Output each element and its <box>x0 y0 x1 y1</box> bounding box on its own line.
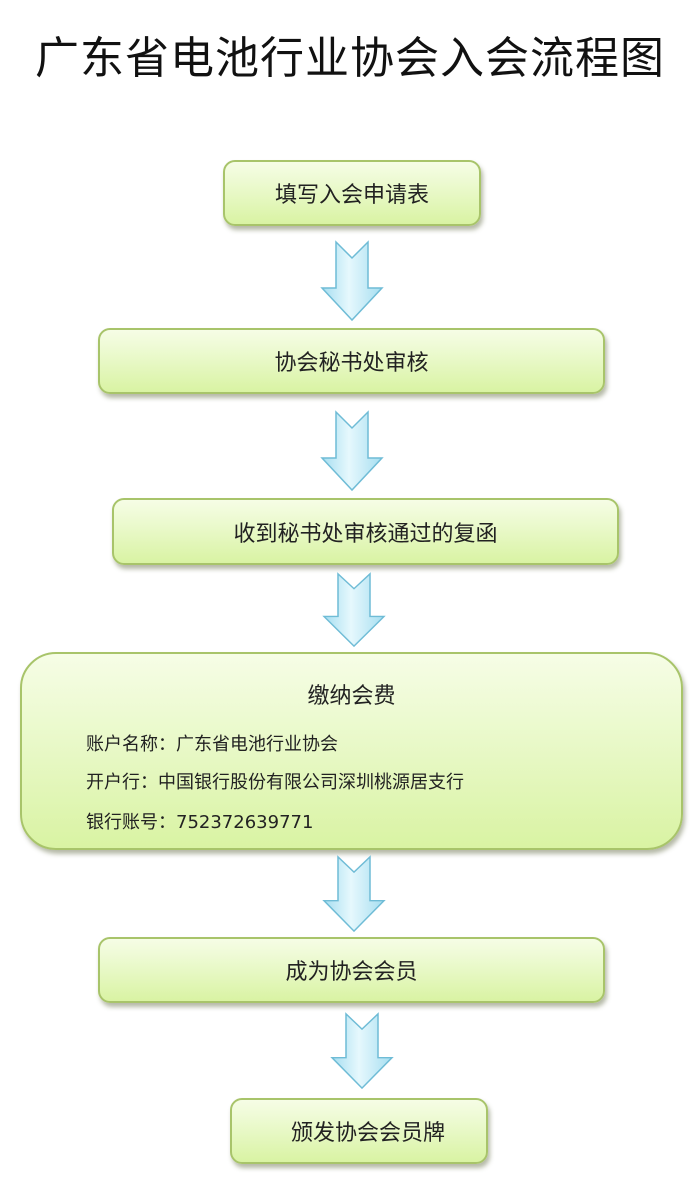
step-label: 成为协会会员 <box>285 960 418 985</box>
page-title: 广东省电池行业协会入会流程图 <box>35 33 665 84</box>
down-arrow-shape <box>320 410 384 492</box>
down-arrow-path <box>320 240 384 322</box>
down-arrow-path <box>322 855 386 933</box>
account-name-value: 广东省电池行业协会 <box>176 734 338 755</box>
step-secretariat-review: 协会秘书处审核 <box>98 328 605 394</box>
down-arrow-shape <box>320 240 384 322</box>
step-label: 协会秘书处审核 <box>274 351 429 376</box>
down-arrow-path <box>322 572 386 648</box>
account-name-row: 账户名称：广东省电池行业协会 <box>86 730 338 756</box>
step-label: 缴纳会费 <box>307 684 396 709</box>
step-pay-membership-fee: 缴纳会费 账户名称：广东省电池行业协会 开户行：中国银行股份有限公司深圳桃源居支… <box>20 652 683 850</box>
down-arrow-path <box>320 410 384 492</box>
step-receive-approval-letter: 收到秘书处审核通过的复函 <box>112 498 619 565</box>
step-label: 收到秘书处审核通过的复函 <box>233 521 498 547</box>
bank-account-row: 银行账号：752372639771 <box>86 808 313 834</box>
bank-branch-label: 开户行： <box>86 772 158 793</box>
step-label: 填写入会申请表 <box>274 183 429 208</box>
down-arrow-shape <box>322 855 386 933</box>
down-arrow-icon <box>320 240 384 322</box>
bank-account-value: 752372639771 <box>176 812 314 833</box>
step-issue-member-plaque: 颁发协会会员牌 <box>230 1098 488 1164</box>
bank-account-label: 银行账号： <box>86 812 176 833</box>
step-fill-application: 填写入会申请表 <box>223 160 481 226</box>
bank-branch-row: 开户行：中国银行股份有限公司深圳桃源居支行 <box>86 768 464 794</box>
step-become-member: 成为协会会员 <box>98 937 605 1003</box>
bank-branch-value: 中国银行股份有限公司深圳桃源居支行 <box>158 772 464 793</box>
down-arrow-icon <box>322 855 386 933</box>
step-label: 颁发协会会员牌 <box>290 1121 445 1146</box>
account-name-label: 账户名称： <box>86 734 176 755</box>
down-arrow-shape <box>330 1012 394 1090</box>
down-arrow-shape <box>322 572 386 648</box>
down-arrow-path <box>330 1012 394 1090</box>
down-arrow-icon <box>330 1012 394 1090</box>
down-arrow-icon <box>322 572 386 648</box>
down-arrow-icon <box>320 410 384 492</box>
